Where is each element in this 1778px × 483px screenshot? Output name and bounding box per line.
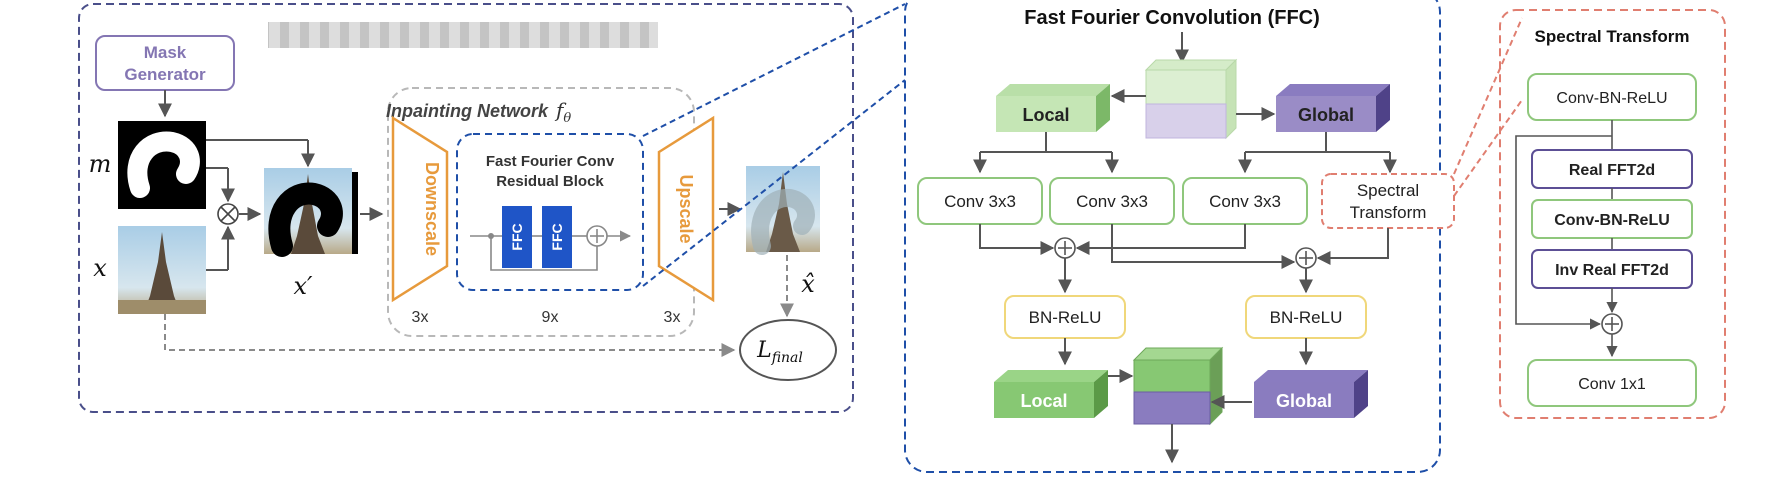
global-input-label: Global <box>1298 105 1354 125</box>
bnrelu-label-2: BN-ReLU <box>1270 308 1343 327</box>
spectral-step-label-1: Conv-BN-ReLU <box>1556 90 1667 107</box>
global-input-box <box>1276 84 1390 132</box>
f-theta-label: fθ <box>554 98 571 126</box>
xprime-label: x′ <box>294 272 314 300</box>
spectral-label-1: Spectral <box>1357 181 1419 200</box>
spectral-step-label-4: Inv Real FFT2d <box>1555 262 1669 279</box>
ffc-block-2 <box>542 206 572 268</box>
conv-label-3: Conv 3x3 <box>1209 192 1281 211</box>
spectral-label-2: Transform <box>1350 203 1427 222</box>
spectral-step-label-3: Conv-BN-ReLU <box>1554 212 1670 229</box>
input-split-cube <box>1144 58 1238 140</box>
global-output-label: Global <box>1276 391 1332 411</box>
inpainting-network-box <box>387 87 695 337</box>
xhat-label: x̂ <box>801 270 815 298</box>
upscale-block <box>657 115 715 303</box>
zoom-line-4 <box>1453 99 1523 197</box>
output-combined-cube <box>1132 346 1224 426</box>
inpainting-network-title: Inpainting Network <box>386 101 549 121</box>
ffc-residual-block <box>456 133 644 291</box>
mask-generator-label-1: Mask <box>144 43 187 62</box>
local-input-box <box>996 84 1110 132</box>
ffc-title: Fast Fourier Convolution (FFC) <box>1024 7 1320 29</box>
resblock-title-2: Residual Block <box>496 173 604 190</box>
arrow-x-to-loss <box>164 314 736 357</box>
ffc-block-1 <box>502 206 532 268</box>
spectral-panel <box>1499 9 1726 419</box>
upscale-label: Upscale <box>676 174 696 243</box>
x-label: x <box>93 254 107 282</box>
conv-label-1: Conv 3x3 <box>944 192 1016 211</box>
local-input-label: Local <box>1022 105 1069 125</box>
spectral-step-label-2: Real FFT2d <box>1569 162 1655 179</box>
downscale-label: Downscale <box>422 162 442 256</box>
zoom-line-1 <box>642 3 906 137</box>
downscale-block <box>391 115 449 303</box>
count-resblock: 9x <box>542 309 559 326</box>
resblock-title-1: Fast Fourier Conv <box>486 153 615 170</box>
count-upscale: 3x <box>664 309 681 326</box>
loss-label: Lfinal <box>756 338 803 366</box>
output-image <box>746 166 820 255</box>
mask-generator-label-2: Generator <box>124 65 206 84</box>
obscured-heading <box>268 22 658 48</box>
bnrelu-label-1: BN-ReLU <box>1029 308 1102 327</box>
loss-node <box>739 319 837 381</box>
spectral-final-box <box>1527 359 1697 407</box>
masked-image <box>264 168 358 257</box>
spectral-panel-title: Spectral Transform <box>1535 27 1690 46</box>
ffc-label-2: FFC <box>549 223 565 250</box>
local-output-label: Local <box>1020 391 1067 411</box>
m-label: m <box>89 150 112 178</box>
spectral-final-label: Conv 1x1 <box>1578 376 1646 393</box>
zoom-line-2 <box>642 79 906 287</box>
conv-label-2: Conv 3x3 <box>1076 192 1148 211</box>
global-output-box <box>1254 370 1368 418</box>
mask-image <box>118 121 206 209</box>
ffc-panel <box>904 0 1441 473</box>
count-downscale: 3x <box>412 309 429 326</box>
ffc-label-1: FFC <box>509 223 525 250</box>
local-output-box <box>994 370 1108 418</box>
input-image <box>118 226 206 314</box>
zoom-line-3 <box>1453 17 1523 175</box>
